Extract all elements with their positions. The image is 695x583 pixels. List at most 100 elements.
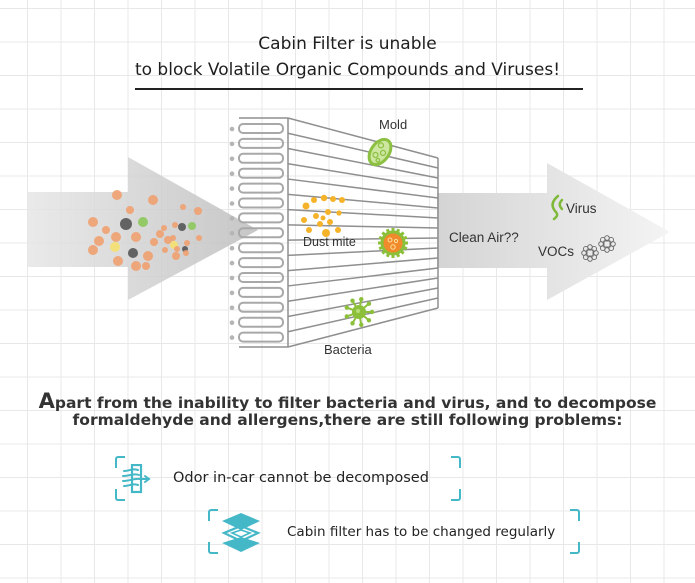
particle <box>131 232 141 242</box>
bacteria-label: Bacteria <box>324 342 372 357</box>
filter-pleat <box>287 237 439 241</box>
virus-icon <box>551 194 564 221</box>
filter-dot <box>229 156 235 162</box>
dust-dot <box>320 215 326 221</box>
filter-slat <box>238 123 284 134</box>
filter-slat <box>238 197 284 209</box>
particle <box>126 206 134 214</box>
particle <box>138 217 148 227</box>
dust-dot <box>306 227 312 233</box>
bracket-corner <box>115 489 125 501</box>
bracket-corner <box>570 509 580 521</box>
particle <box>120 218 132 230</box>
particle <box>110 242 120 252</box>
particle <box>94 236 104 246</box>
bracket-corner <box>451 456 461 468</box>
filter-slat <box>238 301 284 313</box>
filter-dot <box>229 305 235 311</box>
virus-label: Virus <box>566 201 597 216</box>
voc-molecule-icon <box>598 235 616 253</box>
filter-dot <box>229 320 235 326</box>
particle <box>183 250 189 256</box>
pollen-icon <box>378 228 408 258</box>
filter-pleat <box>287 147 439 179</box>
particle <box>113 256 123 266</box>
particle <box>111 232 121 242</box>
filter-dot <box>229 275 235 281</box>
particle <box>148 195 158 205</box>
dust-dot <box>339 197 345 203</box>
title-divider <box>135 88 583 90</box>
particle <box>178 223 186 231</box>
dust-dot <box>322 229 330 237</box>
particle <box>88 245 98 255</box>
particle <box>112 190 122 200</box>
intro-line-2: formaldehyde and allergens,there are sti… <box>72 411 623 429</box>
filter-pleat <box>287 193 439 209</box>
filter-dot <box>229 260 235 266</box>
dust-mite-label: Dust mite <box>303 235 356 249</box>
bacteria-knob <box>344 305 349 310</box>
particle <box>184 240 190 246</box>
particle <box>156 230 164 238</box>
intro-lead-letter: A <box>38 389 55 413</box>
particle <box>131 261 141 271</box>
filter-dot <box>229 141 235 147</box>
title-line-1: Cabin Filter is unable <box>258 34 437 54</box>
mold-icon <box>367 137 393 167</box>
dust-mite-icon <box>301 194 345 237</box>
particle <box>102 226 110 234</box>
bacteria-knob <box>344 314 349 319</box>
filter-slat <box>238 167 284 179</box>
voc-atom <box>608 237 614 243</box>
particle <box>180 204 186 210</box>
particle <box>162 247 168 253</box>
air-filter-flow-icon <box>122 464 151 494</box>
problem-item: Cabin filter has to be changed regularly <box>208 509 580 554</box>
bacteria-knob <box>359 297 364 302</box>
particle <box>142 262 150 270</box>
filter-pleat <box>287 224 439 229</box>
bracket-corner <box>208 509 218 521</box>
filter-dot <box>229 335 235 340</box>
particle <box>196 235 202 241</box>
particle <box>143 251 153 261</box>
filter-slat <box>238 242 284 254</box>
filter-pleat <box>287 117 439 159</box>
filter-slat <box>238 286 284 298</box>
particle <box>194 207 202 215</box>
filter-pleat <box>287 163 439 189</box>
voc-core <box>586 249 594 257</box>
filter-dot <box>229 186 235 191</box>
filter-slat <box>238 272 284 283</box>
dust-dot <box>325 209 331 215</box>
filter-pleat <box>287 267 439 287</box>
dust-dot <box>335 227 341 233</box>
bacteria-icon <box>344 297 375 327</box>
particle <box>172 252 180 260</box>
particle <box>150 238 158 246</box>
vocs-label: VOCs <box>538 244 574 259</box>
problem-text: Odor in-car cannot be decomposed <box>173 470 429 486</box>
mold-label: Mold <box>379 117 407 132</box>
dust-dot <box>336 210 342 216</box>
dust-dot <box>330 196 336 202</box>
filter-slat <box>238 257 284 269</box>
filter-slat <box>238 331 284 343</box>
bacteria-knob <box>369 309 375 315</box>
voc-molecule-icon <box>581 244 599 262</box>
filter-pleat <box>287 287 439 318</box>
filter-dot <box>229 126 235 132</box>
filter-icon <box>229 117 439 348</box>
filter-pleat <box>287 307 439 348</box>
bacteria-knob <box>350 321 355 326</box>
filter-slat <box>238 316 284 328</box>
voc-core <box>603 240 611 248</box>
particle <box>170 235 176 241</box>
filter-slat <box>238 227 284 239</box>
filter-pleat <box>287 257 439 272</box>
filter-dot <box>229 201 235 206</box>
dust-dot <box>301 217 307 223</box>
dust-dot <box>317 221 323 227</box>
dust-dot <box>313 213 319 219</box>
